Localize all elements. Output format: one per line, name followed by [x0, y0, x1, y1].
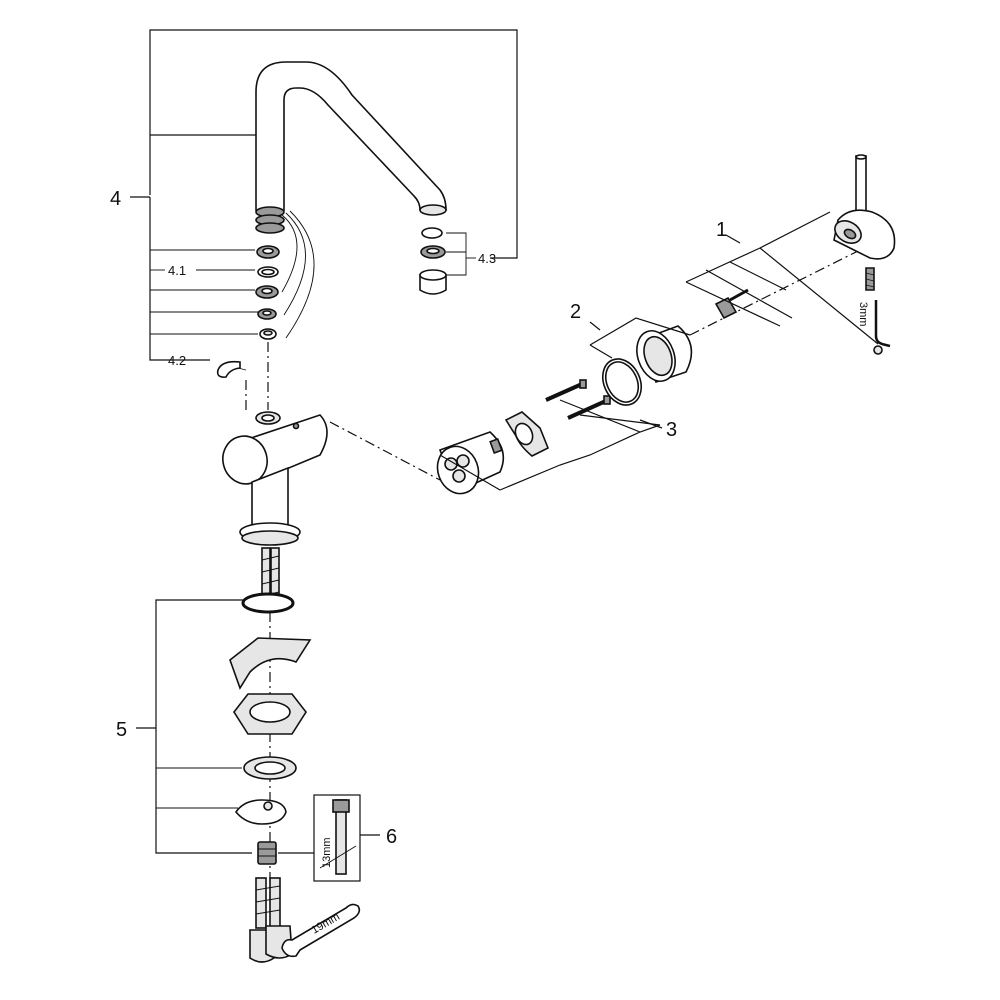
mounting-nut	[257, 841, 277, 865]
label-5: 5	[116, 719, 127, 741]
cartridge-port-2	[456, 454, 470, 468]
lower-braid-3	[255, 909, 281, 915]
horseshoe-clip-hole	[263, 801, 273, 811]
label-4-2: 4.2	[168, 353, 186, 368]
horseshoe-clip	[235, 799, 287, 825]
cartridge-bracket-up	[439, 454, 501, 491]
hex-key-3mm	[874, 300, 891, 348]
label-4-3: 4.3	[478, 251, 496, 266]
spout-base-ring-3	[255, 222, 285, 234]
aerator-screen-inner	[426, 247, 440, 255]
assembly-curve-3	[285, 210, 315, 339]
spout-outlet-end	[419, 204, 447, 216]
aerator-housing-top	[419, 269, 447, 281]
cartridge-screw-1-head	[579, 379, 587, 389]
handle-lever-top	[855, 154, 867, 160]
clip-leader	[237, 367, 247, 371]
cartridge-bracket-screw-a	[559, 399, 641, 433]
handle-bracket-a	[685, 281, 781, 327]
spring-coil-2	[865, 278, 875, 282]
crescent-shim	[229, 637, 312, 690]
assembly-curve-1	[281, 214, 298, 293]
spout-seal-ring-4-hole	[262, 310, 272, 316]
lower-braid-1	[255, 885, 281, 891]
mounting-plate-hole	[249, 701, 291, 723]
o-ring-4-1-inner	[261, 268, 275, 276]
cartridge-bracket-screw-b	[579, 414, 661, 426]
handle-group: 3mm	[685, 154, 896, 355]
sleeve-bracket-left	[589, 344, 613, 359]
flat-washer-hole	[254, 761, 286, 775]
cartridge-retaining-ring-hole	[514, 422, 534, 446]
wrench-19mm	[281, 903, 361, 958]
label-4-1: 4.1	[168, 263, 186, 278]
cartridge-bracket	[499, 424, 661, 491]
handle-bracket-c	[705, 269, 793, 319]
lower-hose-right	[269, 877, 281, 929]
label-1: 1	[716, 219, 727, 241]
spout-seal-ring-3-hole	[261, 287, 273, 295]
label-4: 4	[110, 188, 121, 210]
cartridge-group	[329, 379, 663, 495]
label-1-tick	[725, 234, 741, 244]
wrench-13mm-head	[332, 799, 350, 813]
lower-hose-left	[255, 877, 267, 929]
handle-bracket-b	[759, 247, 879, 345]
retaining-clip-4-2	[216, 360, 241, 378]
cartridge-screw-2	[567, 398, 609, 420]
tool-frame	[313, 794, 361, 882]
hose-braid-2	[261, 567, 280, 573]
cartridge-port-3	[452, 469, 466, 483]
spout-seal-ring-5-inner	[263, 330, 273, 336]
hose-braid-3	[261, 579, 280, 585]
wrench-13mm-mark	[319, 845, 357, 869]
label-6: 6	[386, 826, 397, 848]
faucet-body-group	[222, 411, 328, 900]
wrench-13mm-label: 13mm	[321, 837, 333, 868]
cartridge-screw-1	[545, 382, 583, 402]
cartridge-stem	[489, 437, 503, 455]
sleeve-bracket	[589, 317, 691, 346]
lower-braid-2	[255, 897, 281, 903]
base-o-ring	[241, 592, 295, 614]
label-3: 3	[666, 419, 677, 441]
tool-group-6: 13mm	[313, 794, 380, 882]
assembly-curve-2	[283, 212, 306, 316]
escutcheon-sleeve-inner	[643, 335, 673, 377]
spout-group	[130, 29, 518, 410]
mounting-bracket	[155, 599, 252, 854]
label-2: 2	[570, 301, 581, 323]
faucet-base-flange-lower	[241, 530, 299, 546]
hose-braid-1	[261, 555, 280, 561]
spout-subparts-bracket	[149, 197, 210, 361]
faucet-body-screw-hole	[292, 422, 300, 430]
cartridge-screw-2-head	[603, 395, 611, 405]
sleeve-group	[589, 317, 693, 406]
spout-tube	[255, 61, 447, 211]
handle-axis	[689, 249, 861, 336]
spout-bracket-frame	[149, 29, 518, 259]
large-o-ring-inner	[604, 361, 640, 403]
label-2-tick	[589, 321, 601, 331]
label-3-tick	[639, 419, 663, 429]
cartridge-axis	[329, 421, 441, 481]
mounting-group: 19mm	[136, 592, 361, 963]
spring-coil-1	[865, 272, 875, 276]
aerator-bracket	[446, 232, 467, 276]
aerator-washer	[421, 227, 443, 239]
hex-key-label: 3mm	[857, 302, 869, 326]
spring-coil-3	[865, 284, 875, 288]
handle-cap-hole	[843, 228, 857, 240]
faucet-body-port-inner	[261, 414, 275, 422]
handle-bracket-d	[729, 261, 787, 291]
handle-grub-screw	[873, 345, 883, 355]
spout-seal-ring-1-hole	[262, 247, 274, 255]
